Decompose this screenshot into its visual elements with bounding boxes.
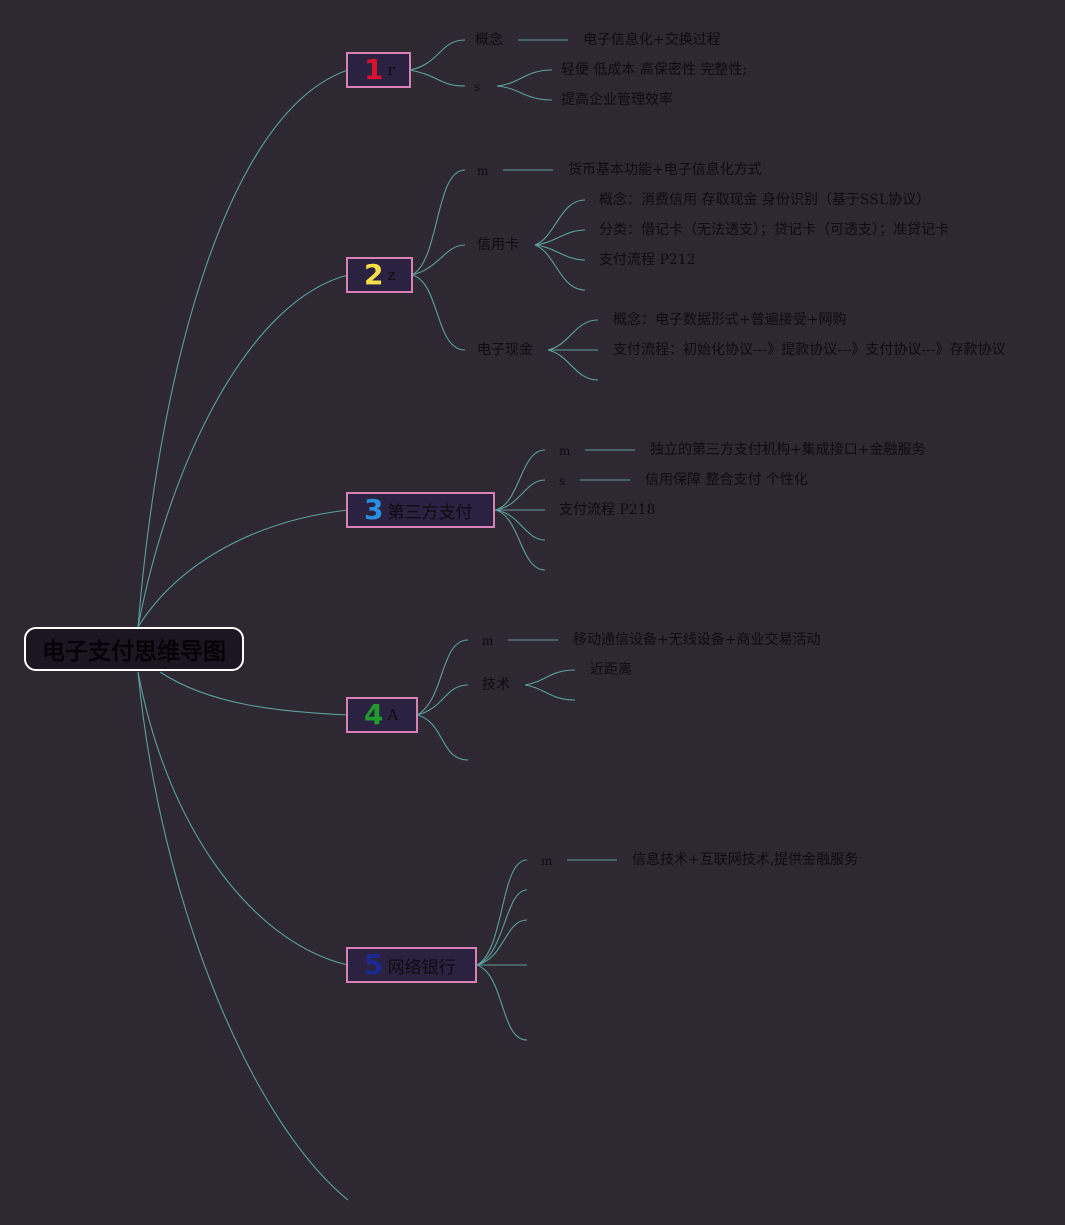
branch-node-3[interactable]: 3 第三方支付 xyxy=(346,492,495,528)
link-b2-m xyxy=(411,169,466,276)
link-b2-xyk-1 xyxy=(534,199,586,246)
branch-label: 第三方支付 xyxy=(387,502,473,523)
link-b1-gainian xyxy=(409,39,466,71)
link-b5-m xyxy=(476,859,528,966)
detail-text[interactable]: 货币基本功能+电子信息化方式 xyxy=(568,162,762,178)
link-b2-xinyongka xyxy=(411,244,466,276)
link-b1-s xyxy=(409,69,466,87)
link-root-branch-4 xyxy=(159,671,349,716)
link-b4-empty xyxy=(416,714,469,761)
topic-xinyongka[interactable]: 信用卡 xyxy=(477,237,519,253)
topic-m[interactable]: m xyxy=(482,634,494,648)
topic-gainian[interactable]: 概念 xyxy=(475,32,503,48)
branch-node-2[interactable]: 2 z xyxy=(346,257,413,293)
link-b2-xyk-2 xyxy=(534,229,586,246)
branch-number-badge: 3 xyxy=(364,493,384,526)
detail-text[interactable]: 支付流程 P212 xyxy=(599,252,696,268)
topic-zhifuliucheng[interactable]: 支付流程 P218 xyxy=(559,502,656,518)
link-b2-dzxj-3 xyxy=(547,349,599,381)
detail-text[interactable]: 信用保障 整合支付 个性化 xyxy=(645,472,808,488)
branch-node-5[interactable]: 5 网络银行 xyxy=(346,947,477,983)
branch-number-badge: 2 xyxy=(364,258,384,291)
branch-number-badge: 5 xyxy=(364,948,384,981)
link-b5-empty1 xyxy=(476,889,528,966)
detail-text[interactable]: 支付流程：初始化协议---》提款协议---》支付协议---》存款协议 xyxy=(613,342,1006,358)
link-b2-dzxj-1 xyxy=(547,319,599,351)
topic-m[interactable]: m xyxy=(559,444,571,458)
link-b2-xyk-3 xyxy=(534,244,586,261)
link-b3-empty2 xyxy=(494,509,546,571)
topic-dianzixianjin[interactable]: 电子现金 xyxy=(477,342,533,358)
branch-label: z xyxy=(387,266,396,284)
topic-m[interactable]: m xyxy=(541,854,553,868)
root-title: 电子支付思维导图 xyxy=(42,639,226,665)
branch-label: 网络银行 xyxy=(387,957,456,978)
link-b4-m xyxy=(416,639,469,716)
link-b5-empty2 xyxy=(476,919,528,966)
branch-label: r xyxy=(387,61,395,79)
detail-text[interactable]: 电子信息化+交换过程 xyxy=(583,32,721,48)
branch-label: A xyxy=(387,706,399,724)
topic-m[interactable]: m xyxy=(477,164,489,178)
detail-text[interactable]: 独立的第三方支付机构+集成接口+金融服务 xyxy=(650,442,926,458)
detail-text[interactable]: 概念：消费信用 存取现金 身份识别（基于SSL协议） xyxy=(599,192,931,208)
branch-node-1[interactable]: 1 r xyxy=(346,52,411,88)
link-b5-empty4 xyxy=(476,964,528,1041)
link-b4-js-1 xyxy=(524,669,576,686)
link-b3-m xyxy=(494,449,546,511)
detail-text[interactable]: 提高企业管理效率 xyxy=(561,92,673,108)
branch-number-badge: 1 xyxy=(364,53,384,86)
link-b1-s-detail2 xyxy=(496,85,553,101)
root-node[interactable]: 电子支付思维导图 xyxy=(24,627,244,671)
link-b3-empty1 xyxy=(494,509,546,541)
detail-text[interactable]: 轻便 低成本 高保密性 完整性; xyxy=(561,62,748,78)
link-root-branch-5 xyxy=(137,671,349,966)
link-b3-s xyxy=(494,479,546,511)
detail-text[interactable]: 移动通信设备+无线设备+商业交易活动 xyxy=(573,632,821,648)
link-root-branch-1 xyxy=(137,69,349,628)
branch-number-badge: 4 xyxy=(364,698,384,731)
topic-s[interactable]: s xyxy=(474,80,481,94)
link-root-branch-2 xyxy=(137,274,349,628)
detail-text[interactable]: 概念：电子数据形式+普遍接受+网购 xyxy=(613,312,847,328)
link-root-branch-3 xyxy=(137,509,349,628)
topic-jishu[interactable]: 技术 xyxy=(482,677,510,693)
detail-text[interactable]: 分类：借记卡（无法透支）；贷记卡（可透支）；准贷记卡 xyxy=(599,222,949,238)
link-root-tail xyxy=(137,671,349,1201)
detail-text[interactable]: 信息技术+互联网技术,提供金融服务 xyxy=(632,852,859,868)
link-b4-jishu xyxy=(416,684,469,716)
link-b2-dianzixianjin xyxy=(411,274,466,351)
link-b1-s-detail1 xyxy=(496,69,553,87)
detail-text[interactable]: 近距离 xyxy=(590,662,632,678)
link-b2-xyk-4 xyxy=(534,244,586,291)
branch-node-4[interactable]: 4 A xyxy=(346,697,418,733)
link-b4-js-2 xyxy=(524,684,576,701)
topic-s[interactable]: s xyxy=(559,474,566,488)
